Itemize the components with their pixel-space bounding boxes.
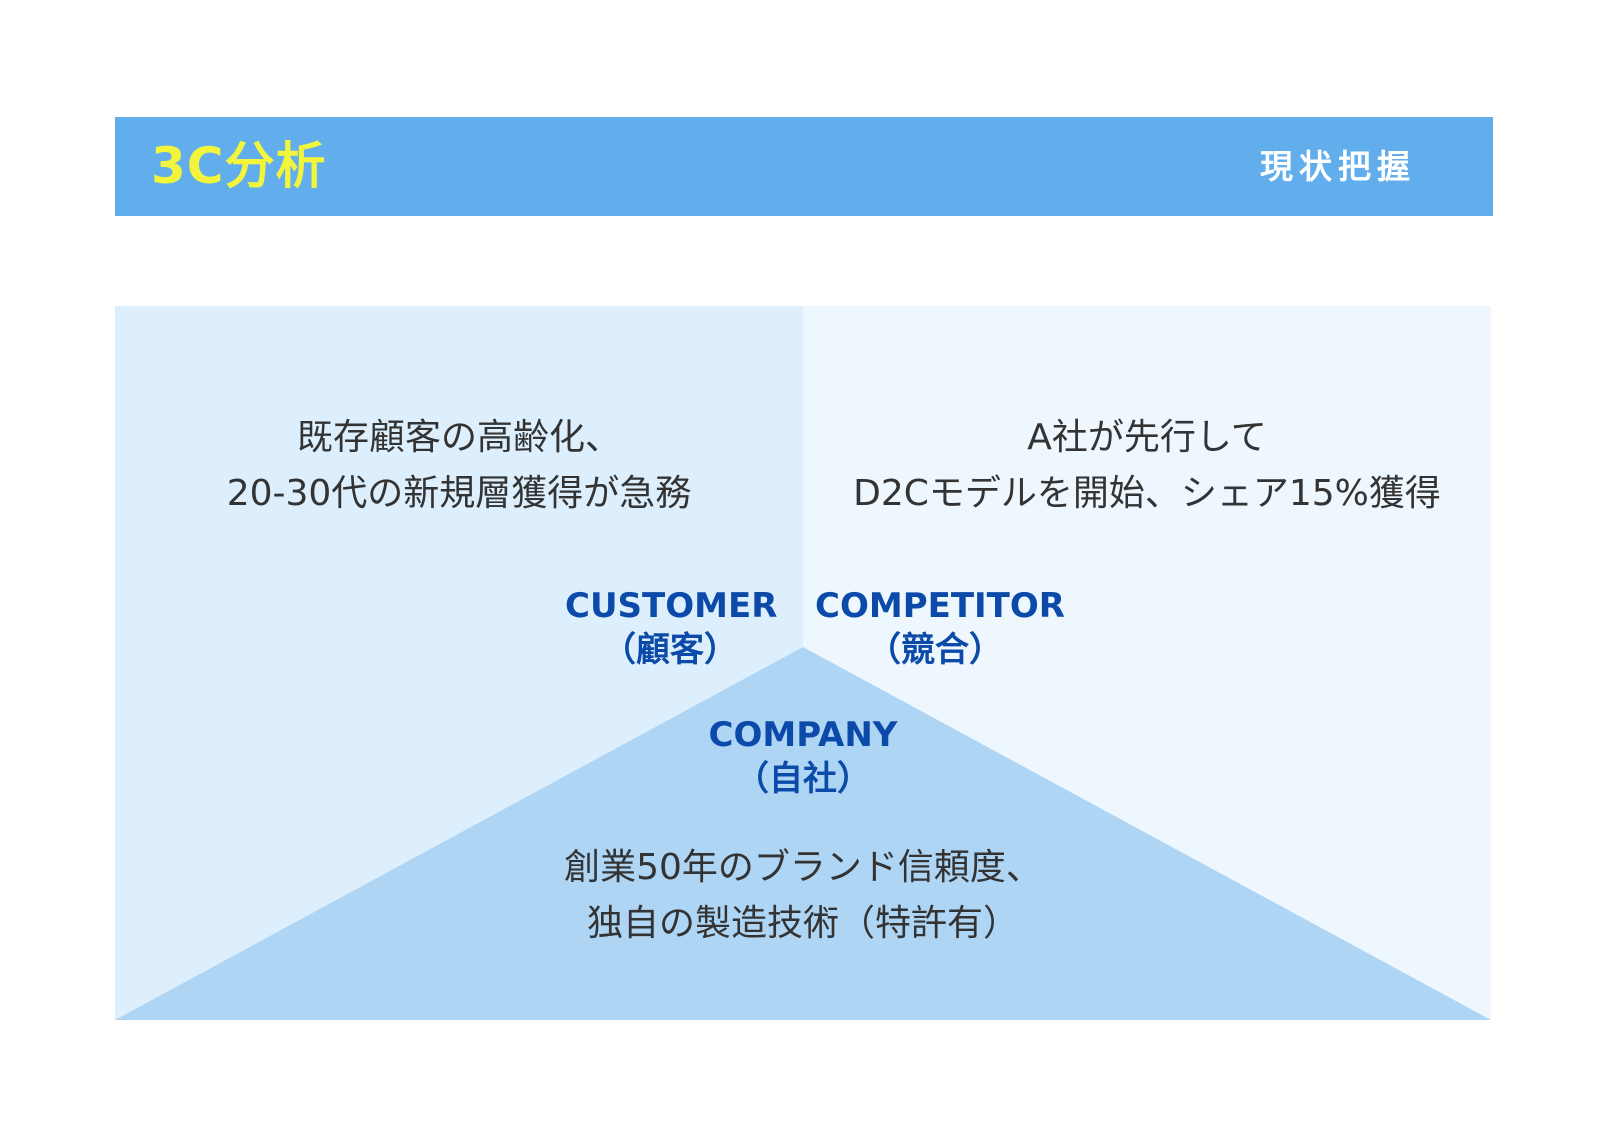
competitor-label-jp: （競合） [867, 630, 1003, 670]
company-triangle [115, 647, 1491, 1020]
customer-label-en: CUSTOMER [565, 586, 778, 626]
company-description-line1: 創業50年のブランド信頼度、 [564, 847, 1042, 888]
competitor-description: A社が先行して D2Cモデルを開始、シェア15%獲得 [803, 410, 1491, 522]
competitor-label: COMPETITOR （競合） [815, 584, 1065, 672]
competitor-label-en: COMPETITOR [815, 586, 1065, 626]
header-tag: 現状把握 [1260, 147, 1416, 186]
competitor-description-line1: A社が先行して [1027, 417, 1267, 458]
customer-description-line1: 既存顧客の高齢化、 [296, 417, 621, 458]
customer-label-jp: （顧客） [602, 630, 738, 670]
company-description-line2: 独自の製造技術（特許有） [586, 903, 1019, 944]
three-c-shapes [115, 306, 1491, 1020]
customer-description-line2: 20-30代の新規層獲得が急務 [226, 473, 692, 514]
header-bar: 3C分析 現状把握 [115, 117, 1493, 216]
company-description: 創業50年のブランド信頼度、 独自の製造技術（特許有） [453, 840, 1153, 952]
company-label-jp: （自社） [735, 759, 871, 799]
company-label: COMPANY （自社） [683, 713, 923, 801]
page-title: 3C分析 [151, 137, 327, 195]
company-label-en: COMPANY [708, 715, 898, 755]
customer-label: CUSTOMER （顧客） [565, 584, 778, 672]
competitor-description-line2: D2Cモデルを開始、シェア15%獲得 [853, 473, 1441, 514]
customer-description: 既存顧客の高齢化、 20-30代の新規層獲得が急務 [115, 410, 803, 522]
three-c-diagram: 既存顧客の高齢化、 20-30代の新規層獲得が急務 A社が先行して D2Cモデル… [115, 306, 1491, 1020]
